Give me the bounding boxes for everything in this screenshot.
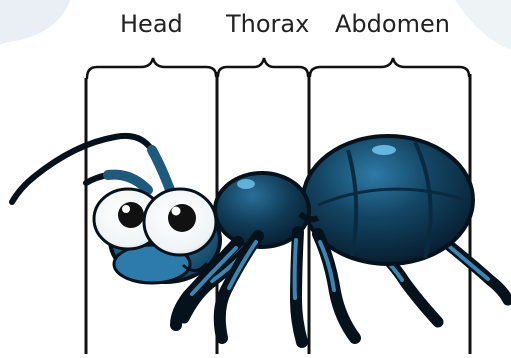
head-bracket: [87, 58, 216, 78]
eyes: [94, 189, 216, 255]
pupil: [168, 204, 196, 232]
background-watermark: [455, 0, 511, 50]
segment-brackets: [87, 58, 469, 78]
thorax-bracket: [218, 58, 308, 76]
thorax-label: Thorax: [226, 9, 309, 39]
antenna-tip: [152, 150, 172, 195]
abdomen-bracket: [310, 58, 469, 76]
antennae: [12, 136, 172, 202]
abdomen-label: Abdomen: [335, 9, 450, 39]
pupil: [118, 202, 144, 228]
background-watermark: [0, 0, 70, 45]
head-label: Head: [120, 9, 183, 39]
